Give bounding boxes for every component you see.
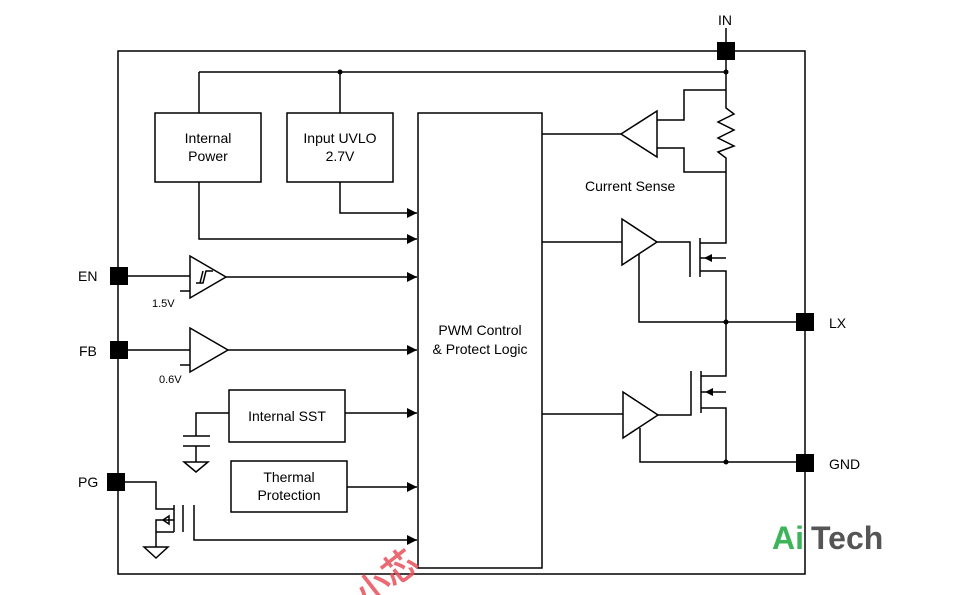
input-uvlo-label-2: 2.7V <box>326 148 355 164</box>
soft-start-capacitor <box>181 412 229 473</box>
low-side-mosfet <box>700 322 729 465</box>
internal-power-label-2: Power <box>188 148 228 164</box>
aitech-logo: Ai Tech <box>772 520 883 556</box>
pin-lx-label: LX <box>829 315 847 331</box>
logo-ai-text: Ai <box>772 520 804 556</box>
thermal-protection-label-1: Thermal <box>263 469 314 485</box>
watermark-text: 小芯 <box>348 543 425 595</box>
logo-tech-text: Tech <box>811 520 883 556</box>
internal-sst-block <box>228 389 346 443</box>
thermal-protection-block <box>230 460 348 513</box>
pin-pg <box>107 473 125 491</box>
fb-error-amplifier <box>128 326 230 374</box>
pwm-input-wires <box>193 182 417 545</box>
internal-sst-label: Internal SST <box>248 408 326 424</box>
input-uvlo-label-1: Input UVLO <box>303 130 376 146</box>
pin-gnd <box>796 454 814 472</box>
current-sense-label: Current Sense <box>585 178 675 194</box>
high-side-mosfet <box>699 222 729 325</box>
pin-en <box>110 267 128 285</box>
fb-reference-label: 0.6V <box>159 374 182 386</box>
internal-power-block <box>154 112 262 183</box>
en-threshold-label: 1.5V <box>152 298 175 310</box>
pin-en-label: EN <box>78 268 97 284</box>
thermal-protection-label-2: Protection <box>257 487 320 503</box>
pin-in <box>717 42 735 60</box>
chip-outline <box>117 50 806 575</box>
pg-open-drain-mosfet <box>125 481 184 560</box>
current-sense-circuit <box>542 89 736 222</box>
high-side-driver <box>542 217 726 323</box>
pin-lx <box>796 313 814 331</box>
internal-power-label-1: Internal <box>185 130 232 146</box>
input-uvlo-block <box>286 112 394 183</box>
low-side-driver <box>542 371 726 463</box>
en-comparator <box>128 254 228 300</box>
pin-gnd-label: GND <box>829 456 860 472</box>
pwm-control-label-2: & Protect Logic <box>433 341 528 357</box>
supply-rail <box>198 28 729 113</box>
pin-fb <box>110 341 128 359</box>
pin-pg-label: PG <box>78 474 98 490</box>
pwm-control-block <box>417 112 543 569</box>
pin-fb-label: FB <box>79 343 97 359</box>
pwm-control-label-1: PWM Control <box>438 322 521 338</box>
pin-in-label: IN <box>718 12 732 28</box>
